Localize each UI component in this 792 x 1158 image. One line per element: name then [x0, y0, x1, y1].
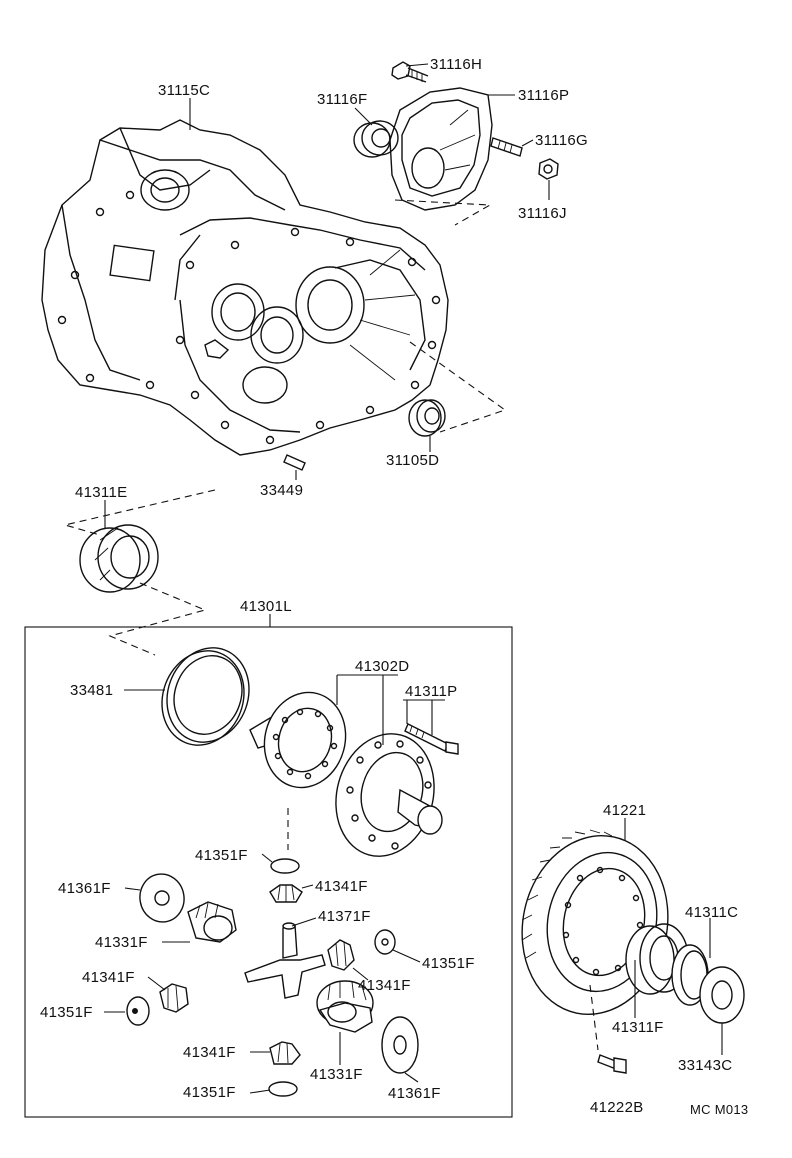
bearing-41311E — [79, 524, 159, 593]
pinion-41341F-b — [327, 939, 355, 971]
part-labels: 31115C 31116H 31116F 31116P 31116G 31116… — [40, 56, 748, 1117]
label-31116J: 31116J — [518, 205, 567, 222]
label-31116H: 31116H — [430, 56, 482, 73]
bolt-41222B — [597, 1054, 627, 1074]
label-diagram-code: MC M013 — [690, 1102, 748, 1117]
label-33143C: 33143C — [678, 1057, 732, 1074]
label-41331F-b: 41331F — [310, 1066, 363, 1083]
label-41341F-b: 41341F — [82, 969, 135, 986]
ring-33481 — [161, 647, 250, 746]
label-41371F: 41371F — [318, 908, 371, 925]
bolt-31116H — [391, 61, 429, 83]
case-41302D-left — [249, 691, 347, 789]
label-41311C: 41311C — [685, 904, 738, 921]
label-33481: 33481 — [70, 682, 113, 699]
seal-31116F — [353, 120, 399, 158]
thrust-washer-41361F-b — [381, 1016, 419, 1074]
label-41361F-a: 41361F — [58, 880, 111, 897]
pin-33449 — [283, 454, 306, 471]
label-31116F: 31116F — [317, 91, 367, 108]
label-41302D: 41302D — [355, 658, 409, 675]
label-41341F-d: 41341F — [183, 1044, 236, 1061]
thrust-washer-41361F-a — [139, 873, 185, 923]
label-31105D: 31105D — [386, 452, 439, 469]
stud-31116G — [490, 137, 523, 157]
pinion-41341F-a — [269, 884, 303, 903]
label-41341F-c: 41341F — [358, 977, 411, 994]
shaft-41371F — [244, 922, 326, 999]
differential-group-box — [24, 626, 513, 1118]
pinion-41341F-d — [269, 1041, 301, 1065]
case-cover-31116P — [389, 87, 493, 211]
alignment-dashes — [62, 199, 599, 1051]
label-31116P: 31116P — [518, 87, 569, 104]
label-41351F-b: 41351F — [422, 955, 475, 972]
washer-41351F-c — [126, 996, 150, 1026]
label-41351F-d: 41351F — [183, 1084, 236, 1101]
label-31116G: 31116G — [535, 132, 588, 149]
label-41311F: 41311F — [612, 1019, 664, 1036]
washer-41351F-b — [374, 929, 396, 955]
label-41311P: 41311P — [405, 683, 457, 700]
label-41331F-a: 41331F — [95, 934, 148, 951]
label-41311E: 41311E — [75, 484, 127, 501]
side-gear-41331F-b — [316, 980, 374, 1033]
washer-41351F-a — [270, 858, 300, 874]
pinion-41341F-c — [159, 983, 189, 1013]
label-41341F-a: 41341F — [315, 878, 368, 895]
label-31115C: 31115C — [158, 82, 210, 99]
label-41351F-c: 41351F — [40, 1004, 93, 1021]
nut-31116J — [538, 158, 559, 180]
seal-31105D — [408, 399, 446, 437]
label-41351F-a: 41351F — [195, 847, 248, 864]
side-gear-41331F-a — [187, 901, 237, 943]
label-41221: 41221 — [603, 802, 646, 819]
transaxle-case — [41, 119, 449, 456]
leader-lines — [104, 63, 723, 1094]
case-41302D-right — [335, 733, 443, 857]
seal-33143C — [699, 966, 745, 1024]
bolt-41311P — [404, 723, 459, 755]
label-33449: 33449 — [260, 482, 303, 499]
label-41301L: 41301L — [240, 598, 292, 615]
label-41222B: 41222B — [590, 1099, 644, 1116]
label-41361F-b: 41361F — [388, 1085, 441, 1102]
washer-41351F-d — [268, 1081, 298, 1097]
